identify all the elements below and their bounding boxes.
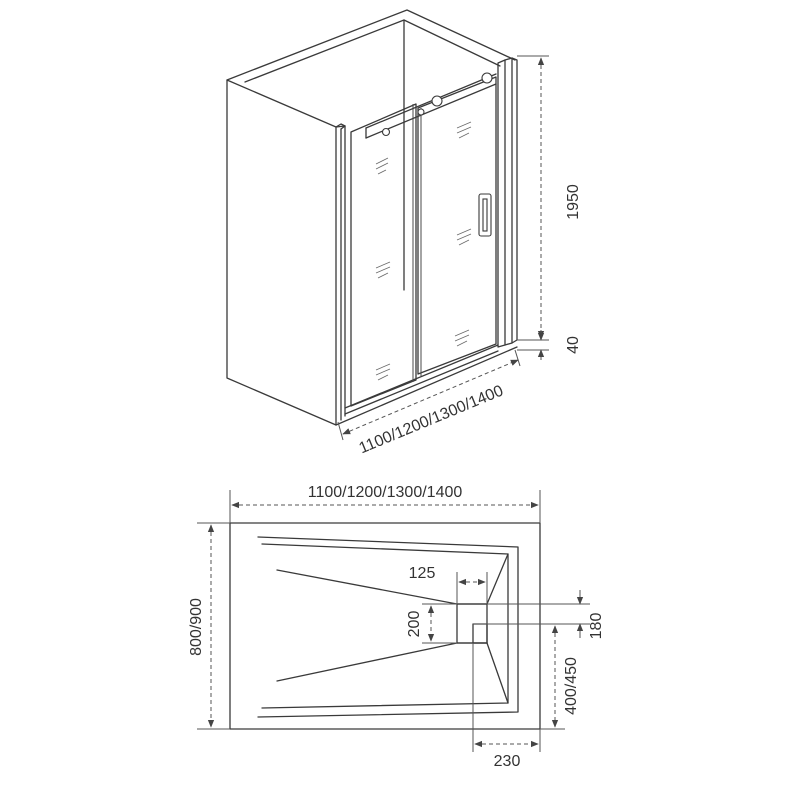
plan-width-dimension: 1100/1200/1300/1400: [229, 484, 541, 523]
front-width-dimension: 1100/1200/1300/1400: [337, 349, 521, 457]
threshold-label: 40: [565, 336, 582, 354]
door-handle-icon: [478, 193, 492, 237]
plan-depth-dimension: 800/900: [188, 522, 230, 730]
front-view: 1950 40 1100/1200/1300/1400: [226, 9, 582, 457]
drain-position-label: 400/450: [563, 657, 580, 715]
height-label: 1950: [565, 184, 582, 220]
roller-icon: [381, 127, 391, 137]
roller-icon: [481, 72, 493, 84]
roller-icon: [417, 108, 425, 116]
drain-offset-dimension: 180: [487, 590, 605, 639]
drain-side-dimension: 230: [472, 643, 541, 770]
plan-width-label: 1100/1200/1300/1400: [308, 484, 463, 501]
height-dimension: 1950 40: [517, 55, 582, 360]
sliding-doors: [350, 72, 497, 407]
cabin-frame: [226, 9, 518, 426]
glass-reflection-marks: [375, 121, 472, 381]
drain-height-label: 200: [406, 611, 423, 638]
drain-width-label: 125: [409, 565, 436, 582]
shower-tray-outline: [229, 522, 541, 730]
plan-view: 1100/1200/1300/1400 800/900 125 200: [188, 484, 605, 770]
roller-icon: [431, 95, 443, 107]
drain-width-dimension: 125: [409, 565, 488, 604]
drain-position-dimension: 400/450: [473, 623, 580, 730]
drain-side-label: 230: [494, 753, 521, 770]
drain-height-dimension: 200: [406, 603, 457, 644]
drain-offset-label: 180: [588, 613, 605, 640]
plan-depth-label: 800/900: [188, 598, 205, 656]
tray-slopes: [257, 536, 519, 718]
